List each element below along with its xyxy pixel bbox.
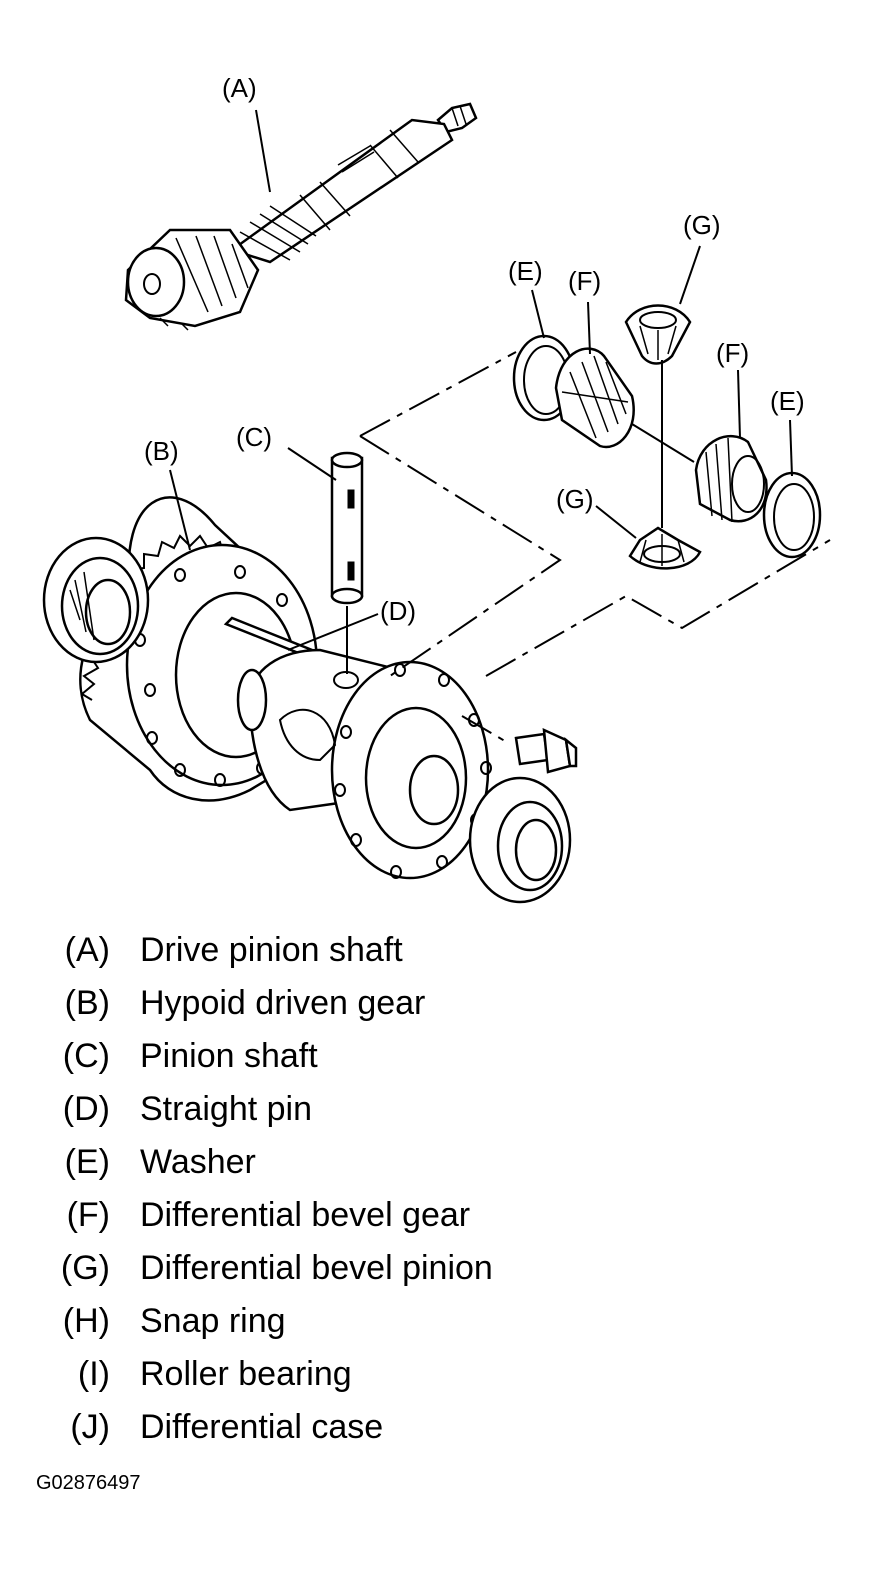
callout-e-left: (E) bbox=[508, 256, 543, 286]
legend-description: Pinion shaft bbox=[140, 1037, 318, 1075]
differential-bevel-gear-left bbox=[554, 347, 635, 449]
legend-description: Snap ring bbox=[140, 1302, 286, 1340]
legend-description: Drive pinion shaft bbox=[140, 931, 403, 969]
callout-f-right: (F) bbox=[716, 338, 749, 368]
legend-description: Roller bearing bbox=[140, 1355, 352, 1393]
legend-code: (F) bbox=[66, 1196, 110, 1234]
legend-description: Differential bevel gear bbox=[140, 1196, 471, 1234]
roller-bearing-right bbox=[468, 776, 572, 904]
figure-id: G02876497 bbox=[36, 1472, 141, 1494]
callout-g-bottom: (G) bbox=[556, 484, 594, 514]
legend-item: (G) Differential bevel pinion bbox=[0, 1243, 885, 1293]
legend-code: (I) bbox=[77, 1355, 110, 1393]
legend-description: Hypoid driven gear bbox=[140, 984, 426, 1022]
callout-d: (D) bbox=[380, 596, 416, 626]
alignment-lines bbox=[346, 351, 831, 745]
legend-code: (J) bbox=[70, 1408, 110, 1446]
washer-right bbox=[762, 471, 822, 559]
callout-a: (A) bbox=[222, 73, 257, 103]
legend-code: (G) bbox=[60, 1249, 110, 1287]
callout-e-right: (E) bbox=[770, 386, 805, 416]
differential-bevel-pinion-bottom bbox=[628, 526, 702, 570]
leader-lines bbox=[169, 109, 793, 651]
legend-item: (A) Drive pinion shaft bbox=[0, 925, 885, 975]
legend-item: (J) Differential case bbox=[0, 1402, 885, 1452]
legend-item: (C) Pinion shaft bbox=[0, 1031, 885, 1081]
legend-item: (H) Snap ring bbox=[0, 1296, 885, 1346]
differential-bevel-pinion-top bbox=[624, 304, 692, 365]
legend-code: (A) bbox=[64, 931, 110, 969]
legend-item: (B) Hypoid driven gear bbox=[0, 978, 885, 1028]
drive-pinion-shaft bbox=[124, 102, 478, 331]
legend-code: (H) bbox=[62, 1302, 110, 1340]
callout-c: (C) bbox=[236, 422, 272, 452]
legend-item: (I) Roller bearing bbox=[0, 1349, 885, 1399]
legend-code: (D) bbox=[62, 1090, 110, 1128]
callout-f-left: (F) bbox=[568, 266, 601, 296]
differential-bevel-gear-right bbox=[694, 434, 768, 523]
bolt bbox=[514, 727, 578, 774]
exploded-diagram: (A) (B) (C) (D) (E) (F) (G) (F) (E) (G) bbox=[42, 73, 831, 904]
legend-code: (B) bbox=[64, 984, 110, 1022]
legend-description: Differential case bbox=[140, 1408, 384, 1446]
legend-item: (E) Washer bbox=[0, 1137, 885, 1187]
legend-code: (E) bbox=[64, 1143, 110, 1181]
legend-item: (D) Straight pin bbox=[0, 1084, 885, 1134]
legend-item: (F) Differential bevel gear bbox=[0, 1190, 885, 1240]
differential-case bbox=[236, 648, 492, 880]
legend-code: (C) bbox=[62, 1037, 110, 1075]
legend-description: Straight pin bbox=[140, 1090, 312, 1128]
legend-description: Differential bevel pinion bbox=[140, 1249, 493, 1287]
callout-b: (B) bbox=[144, 436, 179, 466]
legend-description: Washer bbox=[140, 1143, 256, 1181]
callout-g-top: (G) bbox=[683, 210, 721, 240]
roller-bearing-left bbox=[42, 536, 150, 664]
pinion-shaft bbox=[330, 451, 364, 605]
